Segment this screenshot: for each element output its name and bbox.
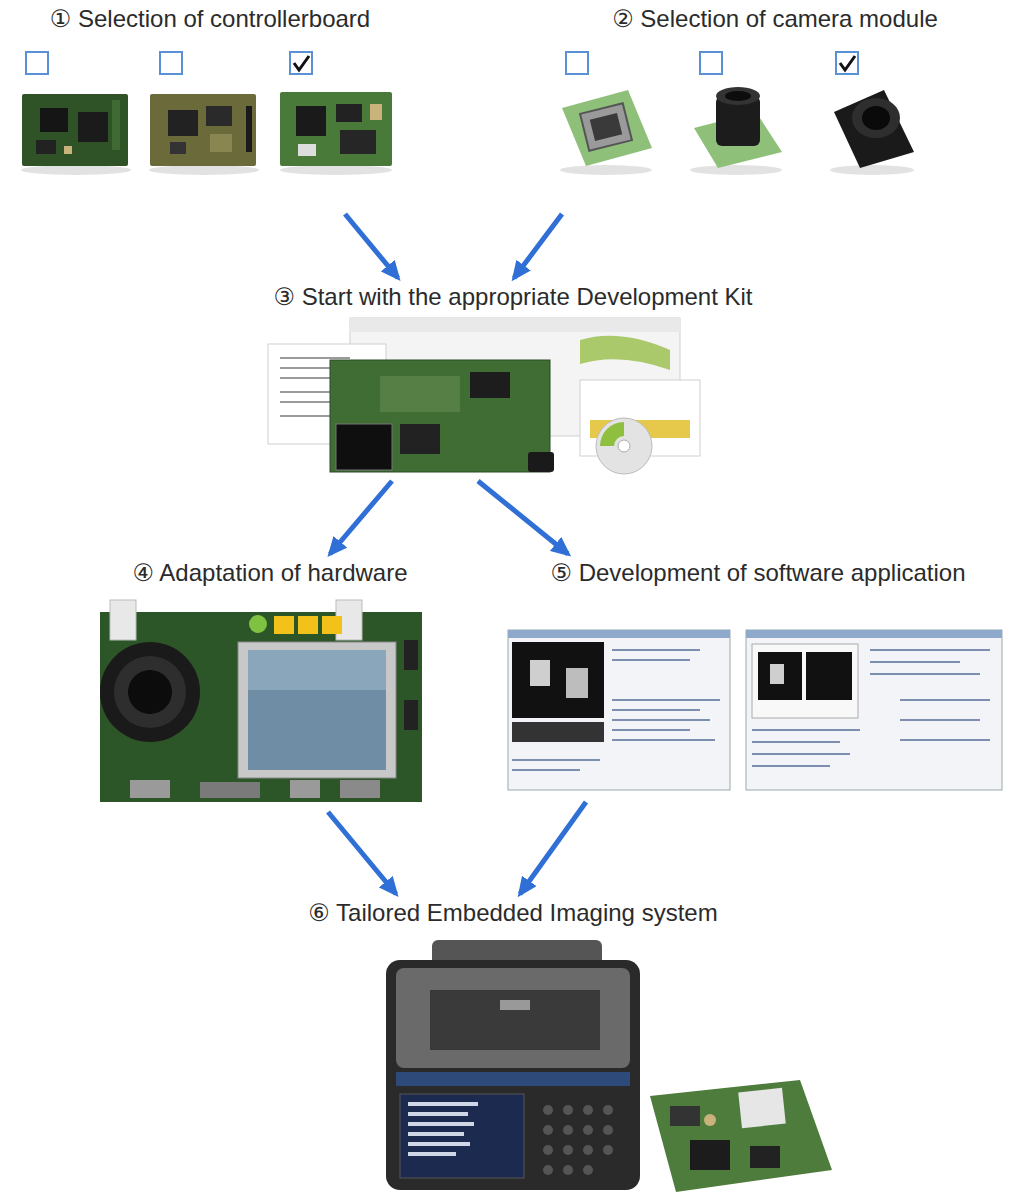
flow-arrow — [478, 481, 568, 554]
camera-module — [830, 90, 914, 175]
flow-arrow — [345, 214, 398, 278]
step-title: ② Selection of camera module — [540, 4, 1010, 34]
step-title: ① Selection of controllerboard — [10, 4, 410, 34]
check-mark — [294, 56, 855, 70]
product-board — [650, 1080, 832, 1192]
step-title: ⑥ Tailored Embedded Imaging system — [213, 898, 813, 928]
controller-board — [21, 94, 131, 175]
step-node: ④ Adaptation of hardware — [60, 558, 480, 808]
camera-module — [690, 87, 782, 175]
controller-board — [149, 94, 259, 175]
flow-arrow — [328, 812, 396, 894]
step-node: ⑥ Tailored Embedded Imaging system — [213, 898, 813, 1194]
imaging-device — [386, 940, 640, 1190]
step-node: ② Selection of camera module — [540, 4, 1010, 210]
flow-arrow — [514, 214, 562, 278]
flow-arrow — [520, 802, 586, 894]
hardware-board — [100, 600, 422, 802]
step-node: ③ Start with the appropriate Development… — [213, 282, 813, 477]
software-screenshot — [746, 630, 1002, 790]
camera-module — [560, 90, 652, 175]
flow-arrow — [330, 481, 392, 554]
step-title: ⑤ Development of software application — [500, 558, 1016, 588]
controller-board — [280, 92, 392, 175]
step-node: ① Selection of controllerboard — [10, 4, 410, 210]
step-node: ⑤ Development of software application — [500, 558, 1016, 798]
software-screenshot — [508, 630, 730, 790]
step-title: ③ Start with the appropriate Development… — [213, 282, 813, 312]
development-kit — [268, 318, 700, 474]
checkbox — [26, 52, 858, 74]
step-title: ④ Adaptation of hardware — [60, 558, 480, 588]
